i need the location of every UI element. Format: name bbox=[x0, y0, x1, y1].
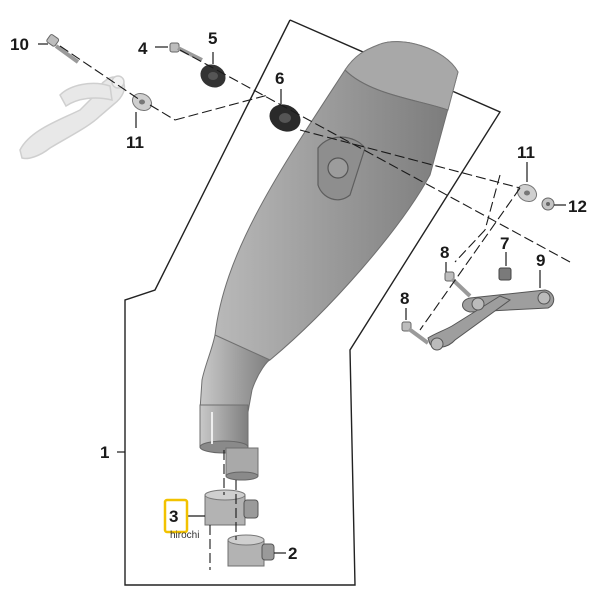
callout-11-right: 11 bbox=[517, 143, 535, 162]
callout-10: 10 bbox=[10, 35, 29, 54]
callout-7: 7 bbox=[500, 234, 509, 253]
bolt-10 bbox=[46, 34, 80, 64]
link-pipe bbox=[199, 334, 271, 454]
callout-11-left: 11 bbox=[126, 133, 144, 152]
washer-11-right bbox=[516, 183, 538, 203]
pipe-stub bbox=[225, 447, 259, 481]
assembly-frame bbox=[124, 19, 502, 586]
callout-8-lower: 8 bbox=[400, 289, 409, 308]
muffler-body bbox=[214, 41, 459, 366]
bolt-4 bbox=[169, 42, 203, 62]
grommet-6 bbox=[269, 104, 301, 132]
callout-9: 9 bbox=[536, 251, 545, 270]
callout-12: 12 bbox=[568, 197, 587, 216]
watermark: hirochi bbox=[170, 530, 199, 541]
bracket-9 bbox=[427, 289, 555, 351]
callout-6: 6 bbox=[275, 69, 284, 88]
dashed-alignment-lines bbox=[59, 45, 571, 570]
clamp-3 bbox=[204, 489, 259, 526]
highlight-box-3 bbox=[163, 498, 189, 534]
callout-3: 3 bbox=[169, 507, 178, 526]
nut-12 bbox=[541, 197, 555, 211]
bolt-8-lower bbox=[401, 321, 430, 345]
callout-4: 4 bbox=[138, 39, 148, 58]
callout-1: 1 bbox=[100, 443, 109, 462]
ghost-bracket-part bbox=[19, 75, 126, 160]
washer-11-left bbox=[131, 92, 153, 112]
callout-2: 2 bbox=[288, 544, 297, 563]
clamp-2 bbox=[227, 534, 275, 567]
washer-5 bbox=[200, 64, 226, 88]
callout-5: 5 bbox=[208, 29, 217, 48]
leader-lines bbox=[38, 43, 566, 554]
bushing-7 bbox=[498, 267, 512, 281]
callout-8-upper: 8 bbox=[440, 243, 449, 262]
bolt-8-upper bbox=[444, 271, 472, 298]
